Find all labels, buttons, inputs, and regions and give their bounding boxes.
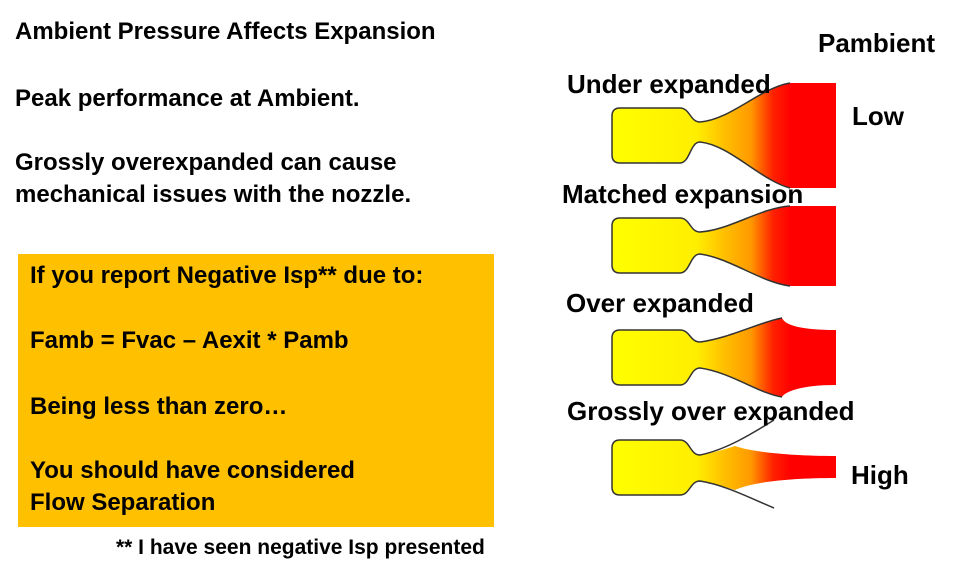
low-pressure-label: Low <box>852 101 905 131</box>
callout-line-equation: Famb = Fvac – Aexit * Pamb <box>30 327 349 354</box>
nozzle-label-under-expanded: Under expanded <box>567 69 771 99</box>
nozzle-matched-expansion: Matched expansion <box>562 179 836 287</box>
nozzle-grossly-over-expanded: Grossly over expanded <box>567 396 855 509</box>
grossly-overexpanded-text-line-1: Grossly overexpanded can cause <box>15 149 397 176</box>
page-title: Ambient Pressure Affects Expansion <box>15 18 436 45</box>
nozzle-label-matched-expansion: Matched expansion <box>562 179 803 209</box>
callout-line-flow-separation: Flow Separation <box>30 489 216 516</box>
callout-line-less-than-zero: Being less than zero… <box>30 393 288 420</box>
callout-line-considered: You should have considered <box>30 457 355 484</box>
grossly-overexpanded-text-line-2: mechanical issues with the nozzle. <box>15 181 412 208</box>
callout-line-negative-isp: If you report Negative Isp** due to: <box>30 262 424 289</box>
nozzle-label-grossly-over-expanded: Grossly over expanded <box>567 396 855 426</box>
negative-isp-callout-box: If you report Negative Isp** due to: Fam… <box>18 254 494 527</box>
nozzle-under-expanded: Under expanded <box>567 69 836 189</box>
footnote: ** I have seen negative Isp presented <box>116 536 485 559</box>
nozzle-label-over-expanded: Over expanded <box>566 288 754 318</box>
high-pressure-label: High <box>851 460 909 490</box>
pambient-label: Pambient <box>818 28 935 58</box>
peak-performance-text: Peak performance at Ambient. <box>15 85 360 112</box>
nozzle-over-expanded: Over expanded <box>566 288 836 398</box>
